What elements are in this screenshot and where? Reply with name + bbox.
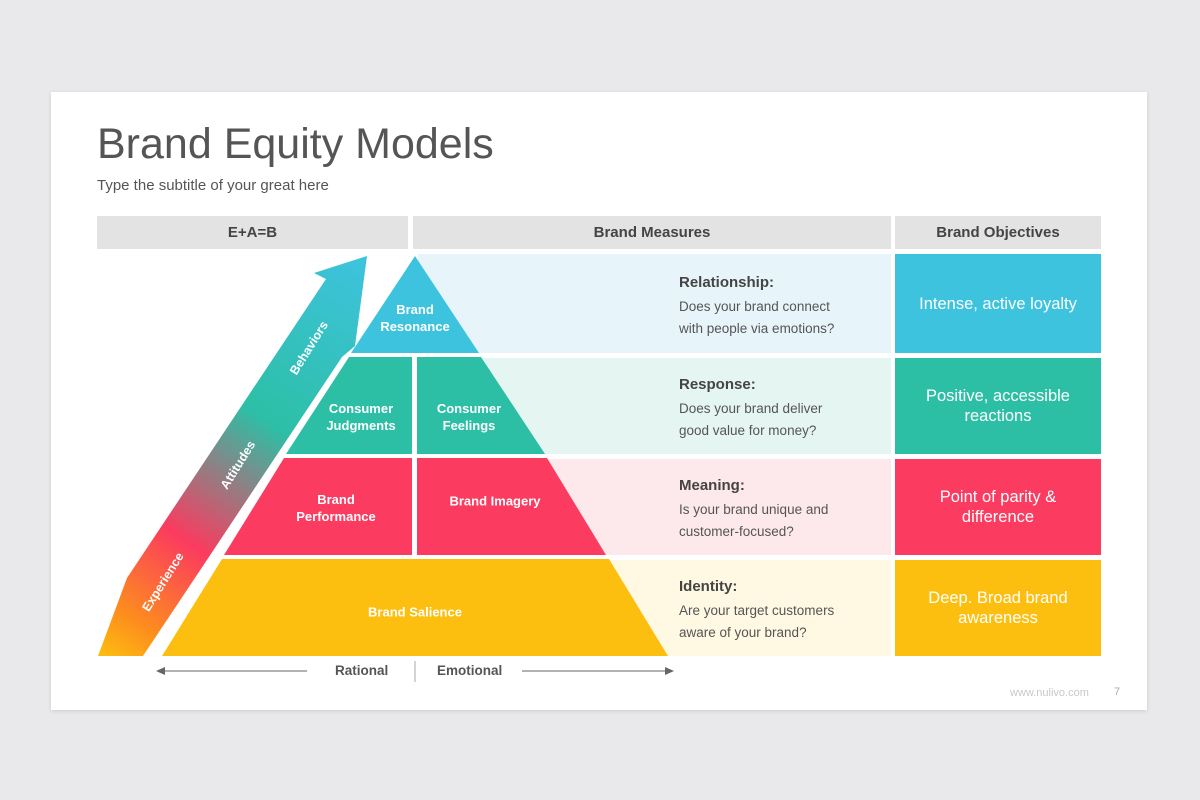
pyramid-label-salience: Brand Salience: [368, 604, 462, 620]
measure-identity: Identity: Are your target customers awar…: [679, 578, 879, 644]
slide-subtitle: Type the subtitle of your great here: [97, 177, 329, 194]
header-brand-objectives: Brand Objectives: [895, 216, 1101, 249]
axis-label-rational: Rational: [335, 663, 389, 678]
footer-url: www.nulivo.com: [1010, 687, 1089, 699]
page-number: 7: [1114, 686, 1121, 698]
pyramid-label-performance: Brand Performance: [296, 492, 376, 524]
pyramid-label-judgments: Consumer Judgments: [326, 401, 396, 433]
objective-text: Intense, active loyalty: [919, 294, 1077, 313]
header-eab: E+A=B: [97, 216, 408, 249]
pyramid-block-performance: [224, 458, 412, 555]
measure-title: Response:: [679, 376, 756, 393]
axis-left-arrowhead: [156, 667, 165, 675]
pyramid-label-feelings: Consumer Feelings: [436, 401, 502, 433]
objective-awareness: Deep. Broad brand awareness: [895, 560, 1101, 656]
measure-response: Response: Does your brand deliver good v…: [679, 376, 879, 442]
pyramid-tier-resonance: [351, 256, 479, 353]
pyramid-block-judgments: [286, 357, 412, 454]
objective-reactions: Positive, accessible reactions: [895, 358, 1101, 454]
diagonal-arrow: [98, 256, 367, 656]
measure-title: Identity:: [679, 578, 738, 595]
objective-text: Positive, accessible reactions: [926, 387, 1070, 425]
measure-relationship: Relationship: Does your brand connect wi…: [679, 274, 879, 340]
pyramid-label-imagery: Brand Imagery: [449, 493, 541, 509]
slide-title: Brand Equity Models: [97, 120, 494, 168]
objective-text: Deep. Broad brand awareness: [928, 589, 1068, 627]
pyramid-label-resonance: Brand Resonance: [380, 302, 450, 334]
measure-desc-line: Does your brand connect: [679, 299, 830, 314]
measure-desc-line: Is your brand unique and: [679, 502, 829, 517]
measure-desc-line: Are your target customers: [679, 603, 835, 618]
axis-right-arrowhead: [665, 667, 674, 675]
axis-label-emotional: Emotional: [437, 663, 503, 678]
pyramid-block-feelings: [417, 357, 545, 454]
measure-desc-line: Does your brand deliver: [679, 401, 823, 416]
pyramid-block-imagery: [417, 458, 606, 555]
measure-desc-line: aware of your brand?: [679, 625, 807, 640]
measure-meaning: Meaning: Is your brand unique and custom…: [679, 477, 879, 543]
measure-desc-line: good value for money?: [679, 423, 817, 438]
objective-loyalty: Intense, active loyalty: [895, 254, 1101, 353]
measure-title: Meaning:: [679, 477, 745, 494]
measure-title: Relationship:: [679, 274, 775, 291]
pyramid-tier-salience: [162, 559, 668, 656]
objective-text: Point of parity & difference: [939, 488, 1057, 526]
measure-desc-line: customer-focused?: [679, 524, 794, 539]
header-brand-measures: Brand Measures: [413, 216, 891, 249]
measure-band-relationship: [418, 254, 891, 353]
measure-desc-line: with people via emotions?: [679, 321, 835, 336]
objective-parity: Point of parity & difference: [895, 459, 1101, 555]
